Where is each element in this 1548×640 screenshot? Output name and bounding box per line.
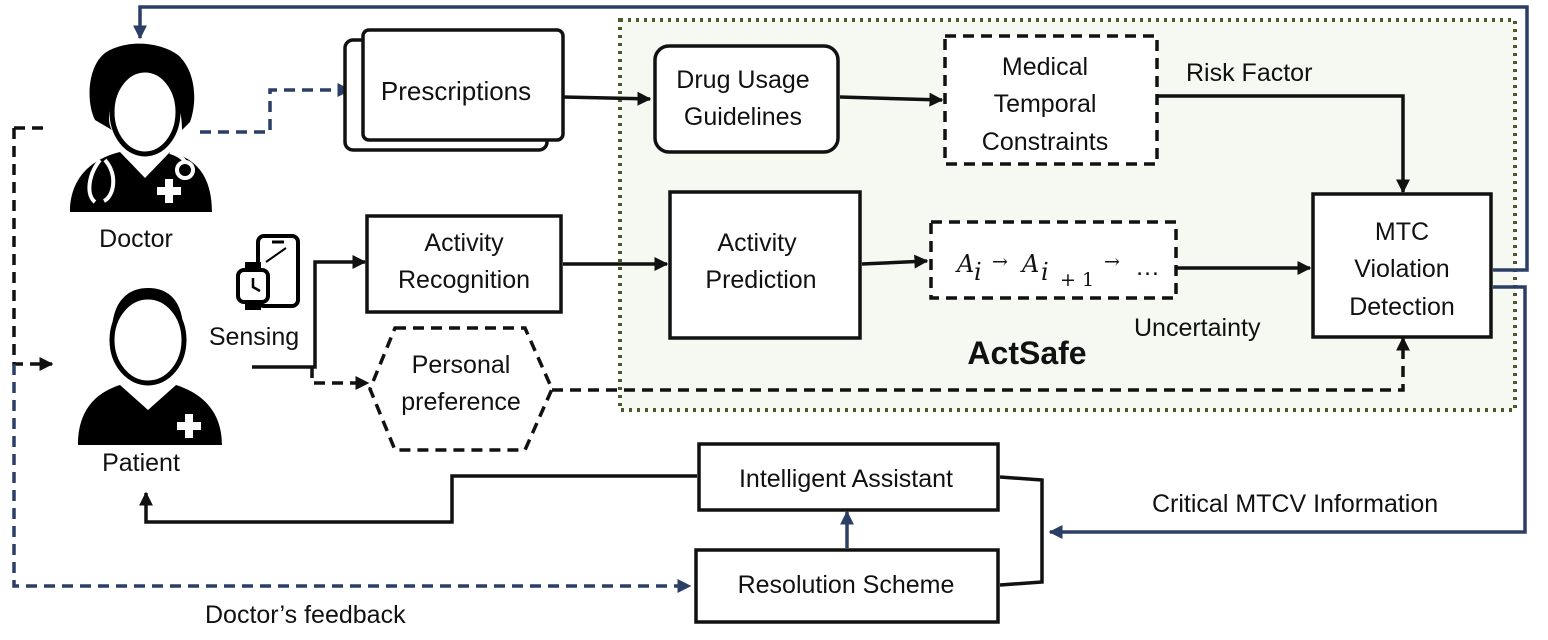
mtc-line3: Constraints	[982, 128, 1108, 156]
seq-arrow2: →	[1104, 251, 1120, 273]
drug-usage-node: Drug Usage Guidelines	[653, 44, 840, 154]
activity-recognition-line1: Activity	[424, 229, 504, 257]
uncertainty-label: Uncertainty	[1134, 314, 1261, 342]
mtcv-line1: MTC	[1375, 218, 1429, 246]
doctor-icon	[70, 43, 212, 212]
intelligent-assistant-label: Intelligent Assistant	[739, 465, 953, 493]
edge-drug-mtc	[839, 92, 944, 107]
edge-doctor-feedback-bottom	[12, 364, 692, 593]
edge-mtcv-doctor	[133, 5, 1529, 272]
activity-recognition-line2: Recognition	[398, 266, 530, 294]
edge-assistant-patient	[139, 474, 697, 524]
mtc-line2: Temporal	[994, 90, 1097, 118]
seq-s2: i	[1041, 258, 1049, 286]
mtcv-line2: Violation	[1354, 255, 1449, 283]
personal-preference-line1: Personal	[412, 351, 511, 379]
seq-dots: …	[1135, 253, 1160, 281]
seq-plus: + 1	[1060, 269, 1094, 291]
seq-a2: A	[1020, 250, 1039, 278]
mtcv-line3: Detection	[1349, 293, 1455, 321]
patient-icon	[78, 288, 222, 445]
prescriptions-node: Prescriptions	[343, 28, 565, 152]
personal-preference-node: Personal preference	[368, 326, 554, 452]
seq-a1: A	[955, 250, 974, 278]
edge-mtc-mtcv	[1158, 94, 1410, 194]
edge-preference-mtcv	[552, 336, 1410, 392]
seq-arrow1: →	[992, 251, 1008, 273]
edge-bracket	[999, 475, 1044, 587]
edge-sensing-recognition	[252, 255, 367, 369]
prescriptions-label: Prescriptions	[381, 76, 531, 106]
actsafe-label: ActSafe	[967, 335, 1086, 371]
activity-prediction-line1: Activity	[717, 229, 797, 257]
edge-doctor-feedback	[12, 128, 54, 371]
personal-preference-line2: preference	[401, 388, 521, 416]
activity-prediction-node: Activity Prediction	[668, 190, 862, 340]
edge-mtcv-critical	[1048, 285, 1527, 539]
activity-sequence-node: A i → A i + 1 → …	[929, 220, 1178, 300]
mtcv-node: MTC Violation Detection	[1311, 192, 1493, 339]
edge-doctor-prescriptions	[200, 83, 352, 134]
seq-s1: i	[974, 258, 982, 286]
doctor-feedback-label: Doctor’s feedback	[205, 601, 406, 629]
activity-recognition-node: Activity Recognition	[365, 214, 563, 314]
edge-prescriptions-drug	[562, 91, 652, 106]
patient-label: Patient	[102, 449, 180, 477]
edge-prediction-sequence	[861, 254, 929, 269]
resolution-scheme-node: Resolution Scheme	[694, 548, 1000, 624]
risk-factor-label: Risk Factor	[1186, 59, 1312, 87]
mtc-line1: Medical	[1002, 53, 1088, 81]
drug-usage-line1: Drug Usage	[676, 66, 809, 94]
smartwatch-icon	[236, 262, 270, 310]
critical-info-label: Critical MTCV Information	[1152, 490, 1438, 518]
activity-prediction-line2: Prediction	[705, 266, 816, 294]
mtc-node: Medical Temporal Constraints	[943, 34, 1159, 166]
sensing-label: Sensing	[209, 323, 299, 351]
drug-usage-line2: Guidelines	[684, 103, 802, 131]
intelligent-assistant-node: Intelligent Assistant	[697, 442, 1000, 512]
edge-sensing-preference	[310, 367, 370, 390]
doctor-label: Doctor	[99, 225, 173, 253]
resolution-scheme-label: Resolution Scheme	[738, 571, 955, 599]
